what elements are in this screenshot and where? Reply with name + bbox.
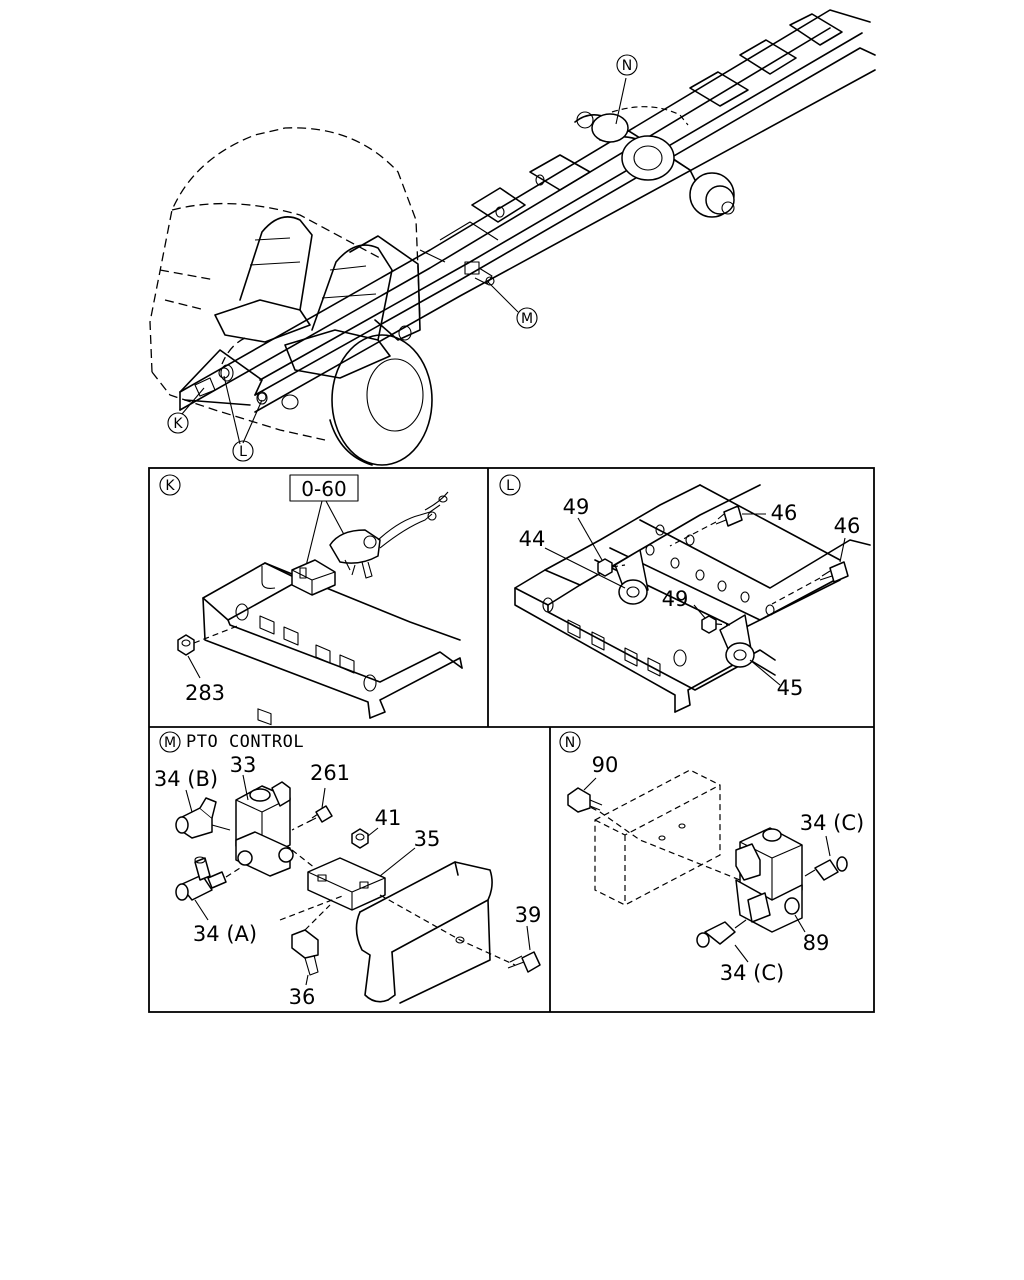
panel-l: L [499, 474, 871, 713]
panel-m-title: PTO CONTROL [186, 732, 304, 752]
svg-text:0-60: 0-60 [301, 477, 346, 501]
panel-k-letter: K [159, 474, 181, 496]
ref-box-0-60: 0-60 [289, 474, 359, 502]
label-261: 261 [310, 761, 350, 785]
svg-text:L: L [506, 478, 514, 494]
label-45: 45 [777, 676, 804, 700]
svg-text:M: M [164, 735, 176, 751]
label-90: 90 [592, 753, 619, 777]
panel-n: N 90 34 (C) 89 34 (C) [559, 731, 864, 985]
panel-m: M PTO CONTROL [154, 731, 542, 1009]
panel-l-letter: L [499, 474, 521, 496]
panel-m-letter: M [159, 731, 181, 753]
callout-n: N [616, 54, 638, 76]
truck-overview: N M K L [149, 9, 876, 466]
label-34b: 34 (B) [154, 767, 218, 791]
label-34c-upper: 34 (C) [800, 811, 864, 835]
svg-text:L: L [239, 444, 247, 460]
label-34c-lower: 34 (C) [720, 961, 784, 985]
label-46-left: 46 [771, 501, 798, 525]
callout-l: L [232, 440, 254, 462]
label-35: 35 [414, 827, 441, 851]
label-89: 89 [803, 931, 830, 955]
svg-text:K: K [173, 416, 183, 432]
label-39: 39 [515, 903, 542, 927]
label-46-right: 46 [834, 514, 861, 538]
panel-k: K 0-60 [159, 474, 463, 726]
label-34a: 34 (A) [193, 922, 257, 946]
label-49-upper: 49 [563, 495, 590, 519]
label-33: 33 [230, 753, 257, 777]
label-44: 44 [519, 527, 546, 551]
label-41: 41 [375, 806, 402, 830]
svg-text:N: N [622, 58, 632, 74]
panel-grid [148, 467, 875, 1013]
svg-text:N: N [565, 735, 575, 751]
callout-k: K [167, 412, 189, 434]
label-49-lower: 49 [662, 587, 689, 611]
label-283: 283 [185, 681, 225, 705]
label-36: 36 [289, 985, 316, 1009]
svg-text:K: K [165, 478, 175, 494]
panel-n-letter: N [559, 731, 581, 753]
svg-text:M: M [521, 311, 533, 327]
callout-m: M [516, 307, 538, 329]
